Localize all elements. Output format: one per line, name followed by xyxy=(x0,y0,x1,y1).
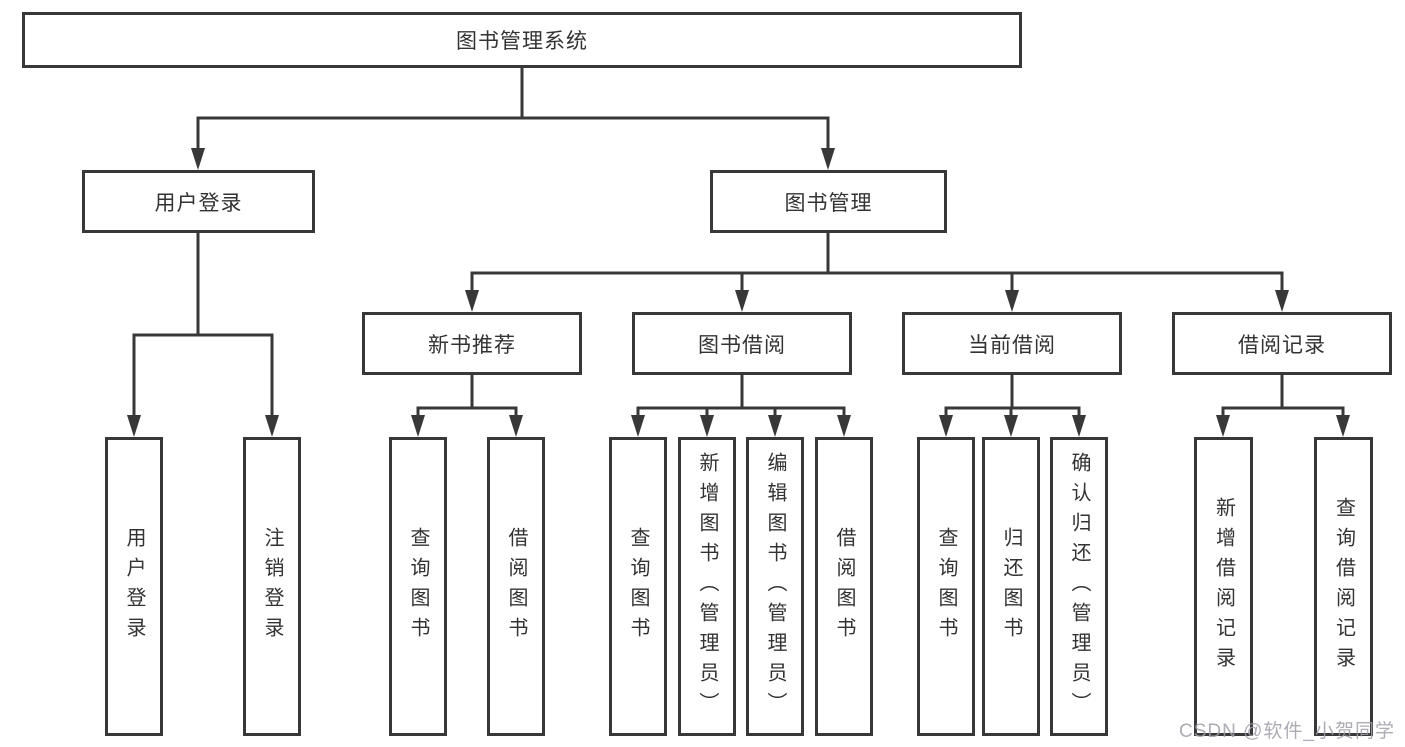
node-label: 用户登录 xyxy=(154,191,243,215)
connector-newbooks-to-leaves xyxy=(411,375,523,437)
node-label: 新书推荐 xyxy=(428,333,516,357)
leaf-current-return-book: 归还图书 xyxy=(982,437,1040,736)
node-user-login: 用户登录 xyxy=(82,170,315,233)
node-label: 图书借阅 xyxy=(698,333,786,357)
node-label: 借阅图书 xyxy=(833,526,855,647)
node-book-borrow: 图书借阅 xyxy=(632,312,852,375)
node-label: 注销登录 xyxy=(261,526,283,647)
node-label: 新增图书（管理员） xyxy=(696,451,718,722)
node-borrow-records: 借阅记录 xyxy=(1172,312,1392,375)
leaf-borrow-edit-book-admin: 编辑图书（管理员） xyxy=(746,437,804,736)
node-label: 查询图书 xyxy=(935,526,957,647)
node-label: 编辑图书（管理员） xyxy=(764,451,786,722)
connector-borrowrecords-to-leaves xyxy=(1216,375,1350,437)
node-label: 确认归还（管理员） xyxy=(1068,451,1090,722)
node-label: 借阅图书 xyxy=(505,526,527,647)
node-label: 当前借阅 xyxy=(968,333,1056,357)
leaf-user-login: 用户登录 xyxy=(105,437,163,736)
leaf-newbooks-borrow-book: 借阅图书 xyxy=(487,437,545,736)
node-new-book-recommend: 新书推荐 xyxy=(362,312,582,375)
node-label: 图书管理 xyxy=(784,191,873,215)
leaf-current-confirm-return-admin: 确认归还（管理员） xyxy=(1050,437,1108,736)
connector-userlogin-to-leaves xyxy=(127,233,279,437)
connector-bookmgmt-to-level3 xyxy=(465,233,1289,312)
node-label: 借阅记录 xyxy=(1238,333,1326,357)
node-label: 新增借阅记录 xyxy=(1212,496,1235,677)
node-root-library-system: 图书管理系统 xyxy=(22,12,1022,68)
leaf-records-add-record: 新增借阅记录 xyxy=(1194,437,1253,736)
csdn-watermark: CSDN @软件_小贺同学 xyxy=(1179,721,1395,742)
node-label: 用户登录 xyxy=(123,526,145,647)
leaf-newbooks-query-book: 查询图书 xyxy=(389,437,447,736)
node-current-borrow: 当前借阅 xyxy=(902,312,1122,375)
node-label: 查询图书 xyxy=(627,526,649,647)
leaf-current-query-book: 查询图书 xyxy=(917,437,975,736)
connector-bookborrow-to-leaves xyxy=(631,375,851,437)
leaf-borrow-query-book: 查询图书 xyxy=(609,437,667,736)
node-book-management: 图书管理 xyxy=(710,170,947,233)
leaf-logout: 注销登录 xyxy=(243,437,301,736)
leaf-records-query-record: 查询借阅记录 xyxy=(1314,437,1373,736)
node-label: 归还图书 xyxy=(1000,526,1022,647)
node-label: 查询图书 xyxy=(407,526,429,647)
leaf-borrow-borrow-book: 借阅图书 xyxy=(815,437,873,736)
node-label: 查询借阅记录 xyxy=(1332,496,1355,677)
node-label: 图书管理系统 xyxy=(456,30,588,53)
connector-root-to-level2 xyxy=(191,68,835,170)
connector-currentborrow-to-leaves xyxy=(939,375,1086,437)
leaf-borrow-add-book-admin: 新增图书（管理员） xyxy=(678,437,736,736)
